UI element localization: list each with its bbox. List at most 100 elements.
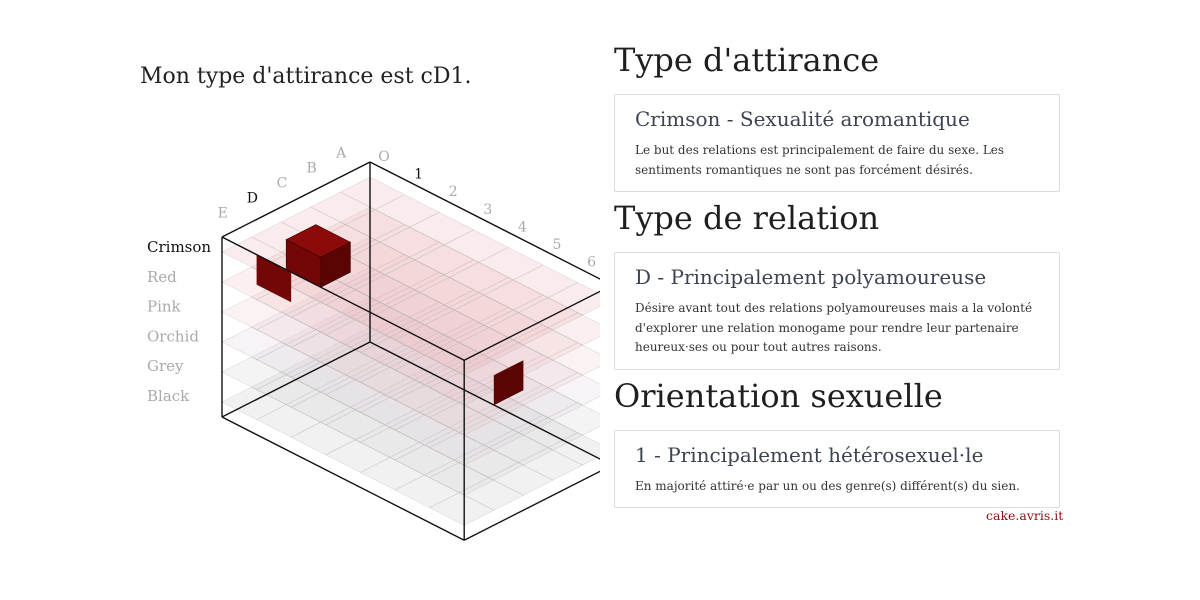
- cube-cell: [413, 394, 480, 428]
- frame-edge: [221, 416, 465, 541]
- color-row-label: Black: [147, 387, 190, 405]
- frame-edge: [221, 341, 371, 418]
- cube-cell: [483, 279, 549, 313]
- color-row-label: Grey: [147, 357, 184, 375]
- cube-cell: [359, 427, 426, 461]
- cube-cell: [408, 211, 475, 246]
- cube-cell: [448, 412, 515, 446]
- cube-cell: [394, 444, 460, 478]
- cube-cell: [512, 384, 579, 418]
- cube-cell: [418, 277, 485, 311]
- highlight-right-face: [493, 360, 524, 406]
- cube-cell: [389, 442, 455, 476]
- cube-cell: [250, 371, 317, 405]
- cube-cell: [285, 299, 352, 333]
- cube-cell: [310, 311, 376, 345]
- cube-cell: [394, 414, 460, 448]
- cube-cell: [374, 194, 440, 228]
- letter-axis-label: D: [247, 191, 258, 207]
- frame-edge: [221, 161, 371, 238]
- cube-cell: [547, 312, 600, 346]
- cube-cell: [344, 239, 411, 273]
- cube-cell: [290, 421, 357, 456]
- cube-cell: [250, 341, 317, 375]
- orientation-card: 1 - Principalement hétérosexuel·le En ma…: [614, 429, 1060, 508]
- cube-cell: [384, 289, 450, 323]
- cube-cell: [443, 229, 510, 263]
- cube-cell: [488, 432, 554, 466]
- cube-cell: [512, 264, 579, 298]
- cube-cell: [458, 477, 525, 511]
- cube-cell: [320, 346, 386, 381]
- cube-cell: [394, 384, 460, 418]
- attraction-card: Crimson - Sexualité aromantique Le but d…: [614, 94, 1060, 192]
- cube-cell: [379, 286, 445, 321]
- highlight-top-block: [285, 224, 352, 288]
- cube-cell: [344, 209, 411, 243]
- cube-cell: [310, 341, 376, 375]
- cube-cell: [354, 394, 421, 428]
- card-text: En majorité attiré·e par un ou des genre…: [635, 478, 1020, 493]
- number-axis-label: 4: [518, 219, 527, 235]
- cube-cell: [418, 397, 485, 431]
- cube-cell: [221, 386, 287, 420]
- cube-cell: [374, 284, 440, 318]
- cube-cell: [517, 387, 584, 421]
- cube-cell: [255, 344, 322, 378]
- cube-cell: [547, 402, 600, 436]
- frame-edge: [369, 161, 600, 280]
- cube-cell: [354, 424, 421, 458]
- cube-cell: [250, 311, 317, 345]
- cube-cell: [512, 294, 579, 328]
- cube-cell: [315, 344, 381, 378]
- letter-axis-label: C: [277, 176, 288, 192]
- highlight-left-face: [256, 254, 292, 303]
- cube-cell: [339, 266, 406, 300]
- cube-highlights: [256, 224, 524, 406]
- cube-cell: [389, 292, 455, 326]
- cube-cell: [325, 409, 391, 443]
- color-row-label: Pink: [147, 298, 182, 316]
- cube-cell: [359, 367, 426, 401]
- cube-cell: [423, 399, 490, 433]
- cube-cell: [320, 376, 386, 411]
- cube-cell: [285, 359, 352, 393]
- letter-axis-label: B: [306, 161, 316, 177]
- card-title: D - Principalement polyamoureuse: [635, 265, 987, 289]
- cube-cell: [517, 447, 584, 481]
- cube-cell: [349, 241, 416, 276]
- card-text: Le but des relations est principalement …: [635, 143, 1005, 177]
- cube-cell: [547, 432, 600, 466]
- cube-cell: [478, 277, 544, 311]
- cube-cell: [315, 314, 381, 348]
- section-title: Orientation sexuelle: [614, 376, 943, 415]
- cube-cell: [517, 357, 584, 391]
- cube-cell: [354, 274, 421, 308]
- cube-cell: [374, 254, 440, 288]
- cube-cell: [354, 364, 421, 398]
- cube-cell: [483, 309, 549, 343]
- cube-cell: [443, 259, 510, 293]
- cube-cell: [285, 329, 352, 363]
- cube-cell: [458, 417, 525, 451]
- cube-cell: [418, 427, 485, 461]
- site-link[interactable]: cake.avris.it: [986, 508, 1064, 523]
- cube-cell: [379, 226, 445, 261]
- card-text: Désire avant tout des relations polyamou…: [635, 301, 1033, 354]
- cube-cell: [458, 447, 525, 481]
- number-axis-label: 3: [483, 202, 492, 218]
- card-title: Crimson - Sexualité aromantique: [635, 107, 970, 131]
- frame-edge: [463, 290, 600, 361]
- cube-cell: [349, 391, 416, 426]
- cube-cell: [547, 282, 600, 316]
- letter-axis-label: A: [335, 146, 347, 162]
- cube-cell: [339, 176, 406, 210]
- cube-cell: [255, 314, 322, 348]
- number-axis-label: 6: [587, 255, 596, 271]
- cube-cell: [458, 327, 525, 361]
- cube-cell: [290, 301, 357, 336]
- cube-cell: [344, 359, 411, 393]
- info-panel: Type d'attirance Crimson - Sexualité aro…: [614, 40, 1060, 508]
- cube-cell: [413, 274, 480, 308]
